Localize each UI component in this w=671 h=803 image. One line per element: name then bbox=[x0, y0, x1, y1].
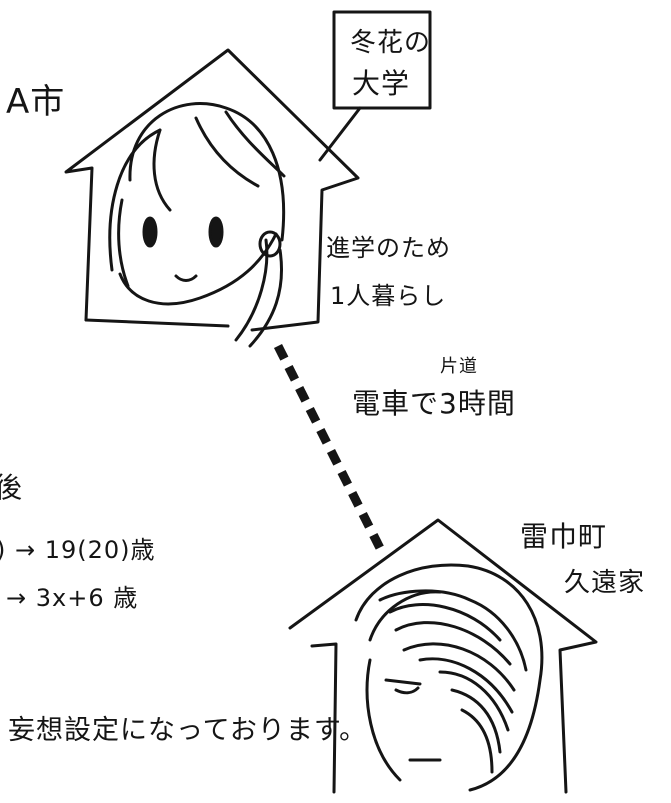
after-label: 後 bbox=[0, 471, 24, 504]
dashed-connector-line bbox=[273, 343, 384, 550]
study-note-line1: 進学のため bbox=[326, 234, 451, 262]
one-way-label: 片道 bbox=[440, 356, 478, 377]
study-note-line2: 1人暮らし bbox=[330, 282, 447, 310]
age-line1: ) → 19(20)歳 bbox=[0, 536, 156, 564]
university-label-line1: 冬花の bbox=[350, 28, 432, 58]
dash-segment bbox=[337, 469, 352, 487]
dash-segment bbox=[326, 448, 342, 466]
family-name-label: 久遠家 bbox=[564, 568, 646, 598]
dash-segment bbox=[348, 490, 363, 508]
train-time-label: 電車で3時間 bbox=[352, 387, 516, 420]
university-callout-box bbox=[332, 10, 432, 110]
girl-face-drawing bbox=[108, 102, 286, 348]
boy-face-drawing bbox=[354, 563, 544, 792]
dash-segment bbox=[305, 406, 321, 424]
dash-segment bbox=[295, 385, 310, 403]
dash-segment bbox=[273, 343, 289, 361]
callout-pointer-line bbox=[318, 106, 362, 162]
city-a-label: A市 bbox=[6, 82, 66, 122]
dash-segment bbox=[358, 511, 374, 529]
dash-segment bbox=[369, 532, 384, 550]
age-line2: → 3x+6 歳 bbox=[6, 584, 139, 612]
town-label: 雷巾町 bbox=[520, 520, 608, 553]
dash-segment bbox=[316, 427, 331, 445]
university-label-line2: 大学 bbox=[352, 67, 411, 100]
dash-segment bbox=[284, 364, 299, 382]
fanfic-note: 妄想設定になっております。 bbox=[8, 715, 368, 746]
house-outline-a-city bbox=[64, 48, 360, 332]
house-outline-kuon bbox=[288, 518, 598, 794]
